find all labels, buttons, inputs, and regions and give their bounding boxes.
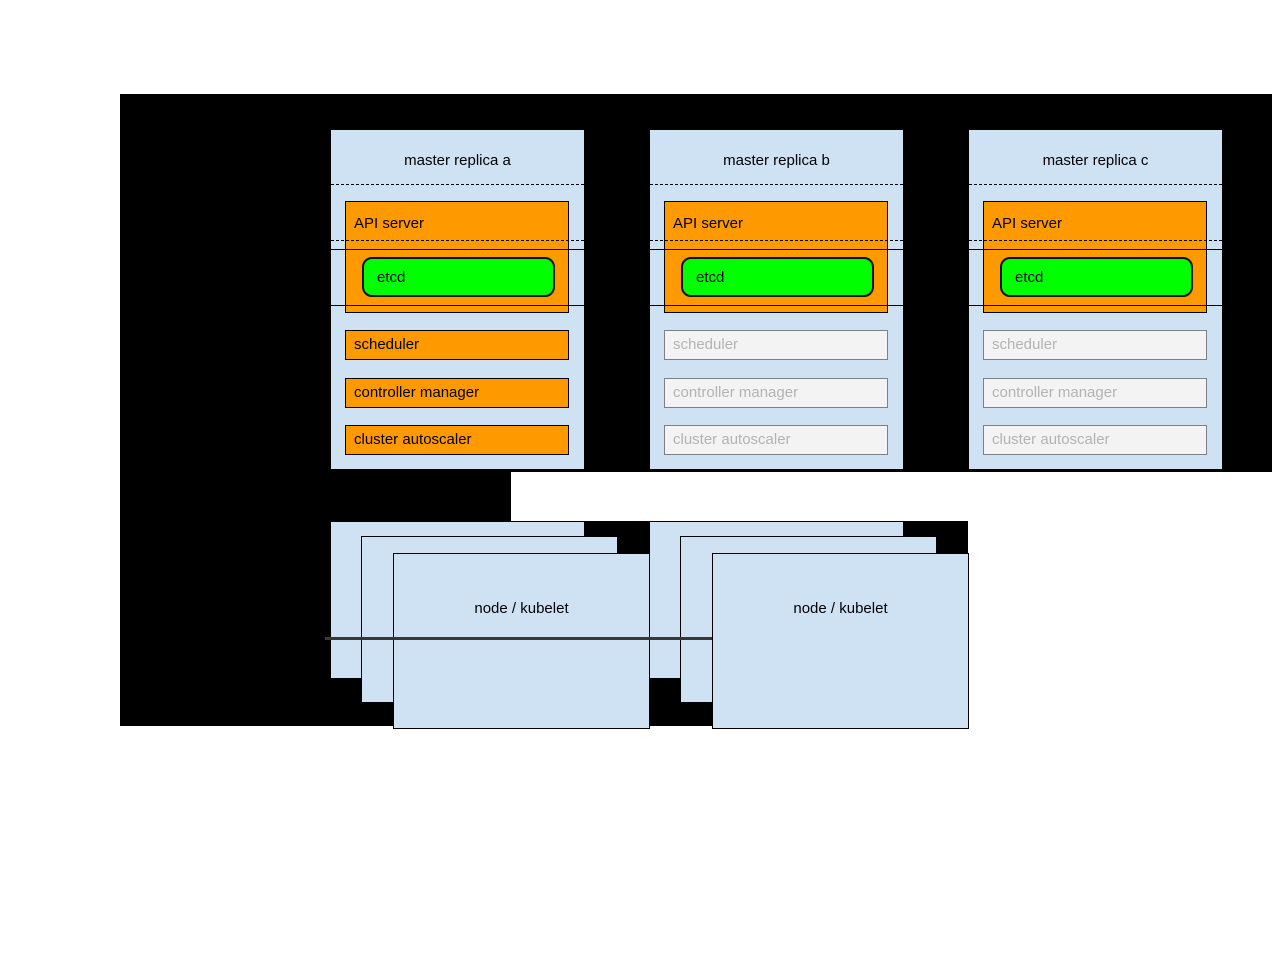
node-stack-1: node / kubelet <box>330 521 651 729</box>
controller-manager-box: controller manager <box>983 378 1207 408</box>
api-server-box: API server etcd <box>345 201 569 313</box>
etcd-box: etcd <box>1000 257 1193 297</box>
cluster-autoscaler-box: cluster autoscaler <box>664 425 888 455</box>
dashed-divider <box>331 240 584 241</box>
node-kubelet-label: node / kubelet <box>793 600 888 617</box>
master-replica-c-title: master replica c <box>1042 152 1149 169</box>
etcd-label: etcd <box>1015 268 1044 286</box>
dashed-divider <box>969 240 1222 241</box>
etcd-box: etcd <box>362 257 555 297</box>
dashed-divider <box>650 184 903 185</box>
master-replica-a-title: master replica a <box>404 152 511 169</box>
cluster-autoscaler-box: cluster autoscaler <box>345 425 569 455</box>
api-server-box: API server etcd <box>664 201 888 313</box>
etcd-label: etcd <box>696 268 725 286</box>
controller-manager-box: controller manager <box>345 378 569 408</box>
dashed-divider <box>969 184 1222 185</box>
scheduler-box: scheduler <box>345 330 569 360</box>
scheduler-box: scheduler <box>983 330 1207 360</box>
etcd-box: etcd <box>681 257 874 297</box>
master-replica-a-box: master replica a API server etcd schedul… <box>330 129 585 470</box>
master-replica-b-box: master replica b API server etcd schedul… <box>649 129 904 470</box>
master-replica-b-title: master replica b <box>723 152 830 169</box>
solid-divider <box>331 305 584 306</box>
dashed-divider <box>331 184 584 185</box>
cluster-autoscaler-box: cluster autoscaler <box>983 425 1207 455</box>
solid-divider <box>331 249 584 250</box>
api-server-label: API server <box>354 215 425 232</box>
api-server-label: API server <box>992 215 1063 232</box>
node-box-front: node / kubelet <box>393 553 650 729</box>
dashed-divider <box>650 240 903 241</box>
solid-divider <box>969 249 1222 250</box>
etcd-label: etcd <box>377 268 406 286</box>
master-replica-c-box: master replica c API server etcd schedul… <box>968 129 1223 470</box>
scheduler-box: scheduler <box>664 330 888 360</box>
node-box-front: node / kubelet <box>712 553 969 729</box>
solid-divider <box>650 305 903 306</box>
api-server-box: API server etcd <box>983 201 1207 313</box>
node-divider-line <box>325 637 712 640</box>
solid-divider <box>650 249 903 250</box>
node-stack-2: node / kubelet <box>649 521 970 729</box>
controller-manager-box: controller manager <box>664 378 888 408</box>
solid-divider <box>969 305 1222 306</box>
api-server-label: API server <box>673 215 744 232</box>
node-kubelet-label: node / kubelet <box>474 600 569 617</box>
